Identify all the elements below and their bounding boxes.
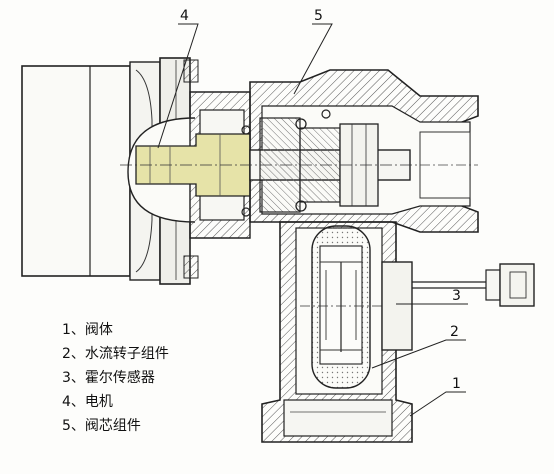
legend-text: 、阀体 [70, 322, 113, 338]
legend-number: 5 [62, 418, 71, 434]
legend-item-4: 4、电机 [62, 390, 212, 414]
callout-label-5: 5 [314, 8, 323, 24]
legend-number: 4 [62, 394, 71, 410]
valve-core-assembly [120, 109, 420, 217]
legend-text: 、电机 [70, 394, 113, 410]
legend-item-5: 5、阀芯组件 [62, 414, 212, 438]
legend-number: 3 [62, 370, 71, 386]
legend-item-3: 3、霍尔传感器 [62, 366, 212, 390]
legend-text: 、霍尔传感器 [70, 370, 155, 386]
callout-label-1: 1 [452, 376, 461, 392]
water-flow-rotor [300, 225, 384, 389]
legend-number: 2 [62, 346, 71, 362]
legend-item-1: 1、阀体 [62, 318, 212, 342]
hall-sensor [381, 261, 535, 351]
leader-lines [157, 23, 468, 417]
legend-item-2: 2、水流转子组件 [62, 342, 212, 366]
legend-text: 、阀芯组件 [70, 418, 141, 434]
callout-label-4: 4 [180, 8, 189, 24]
callout-label-2: 2 [450, 324, 459, 340]
legend: 1、阀体 2、水流转子组件 3、霍尔传感器 4、电机 5、阀芯组件 [62, 318, 212, 438]
callout-label-3: 3 [452, 288, 461, 304]
legend-number: 1 [62, 322, 71, 338]
legend-text: 、水流转子组件 [70, 346, 169, 362]
